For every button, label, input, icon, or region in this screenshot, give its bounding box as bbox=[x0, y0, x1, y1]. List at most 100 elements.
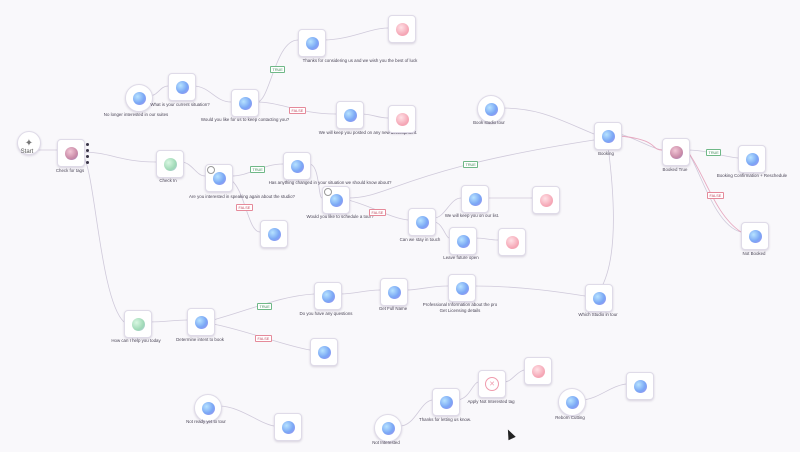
not-booked-node[interactable] bbox=[741, 222, 769, 250]
thanks-considering-node[interactable] bbox=[298, 29, 326, 57]
connector bbox=[82, 151, 157, 163]
end-node[interactable] bbox=[524, 357, 552, 385]
end-node[interactable] bbox=[388, 105, 416, 133]
connector bbox=[322, 27, 389, 41]
branch-handles[interactable] bbox=[86, 143, 89, 164]
message-icon bbox=[290, 159, 304, 173]
tag-icon bbox=[64, 146, 78, 160]
connector bbox=[180, 161, 206, 177]
apply-tag-node[interactable]: ✕ bbox=[478, 370, 506, 398]
leave-future-open-node[interactable] bbox=[449, 227, 477, 255]
message-icon bbox=[748, 229, 762, 243]
message-icon bbox=[281, 420, 295, 434]
book-studio-tour-node[interactable] bbox=[477, 95, 505, 123]
leave-future-open-label: Leave future open bbox=[443, 255, 479, 260]
apply-tag-label: Apply Not Interested tag bbox=[467, 399, 515, 404]
determine-intent-node[interactable] bbox=[187, 308, 215, 336]
reborn-cutting-node[interactable] bbox=[558, 388, 586, 416]
not-booked-label: Not Booked bbox=[742, 251, 766, 256]
booked-true-label: Booked True bbox=[662, 167, 688, 172]
no-longer-interested-label: No longer interested in our suites bbox=[103, 112, 169, 117]
trigger-icon bbox=[565, 395, 579, 409]
question-icon bbox=[415, 215, 429, 229]
book-studio-tour-label: Book studio tour bbox=[473, 120, 505, 125]
professional-info-label: Professional Information about the pro bbox=[422, 302, 498, 307]
true-tag: TRUE bbox=[257, 303, 273, 310]
booking-node[interactable] bbox=[594, 122, 622, 150]
keep-on-list-node[interactable] bbox=[461, 185, 489, 213]
current-situation-label: What is your current situation? bbox=[150, 102, 210, 107]
message-icon bbox=[456, 234, 470, 248]
end-node[interactable] bbox=[498, 228, 526, 256]
end-icon bbox=[395, 112, 409, 126]
situation-changed-node[interactable] bbox=[283, 152, 311, 180]
keep-posted-node[interactable] bbox=[336, 101, 364, 129]
message-icon bbox=[439, 395, 453, 409]
stay-in-touch-label: Can we stay in touch bbox=[399, 237, 441, 242]
any-questions-label: Do you have any questions bbox=[299, 311, 353, 316]
connector bbox=[339, 289, 381, 295]
how-can-i-help-label: How can I help you today bbox=[111, 338, 161, 343]
question-icon bbox=[321, 289, 335, 303]
question-icon bbox=[238, 96, 252, 110]
thanks-letting-node[interactable] bbox=[432, 388, 460, 416]
trigger-icon bbox=[201, 401, 215, 415]
any-questions-node[interactable] bbox=[314, 282, 342, 310]
start-label: Start bbox=[20, 149, 34, 155]
connector bbox=[399, 399, 433, 427]
condition-icon bbox=[669, 145, 683, 159]
question-icon bbox=[329, 193, 343, 207]
interested-again-label: Are you interested in speaking again abo… bbox=[189, 194, 295, 199]
get-full-name-node[interactable] bbox=[380, 278, 408, 306]
true-tag: TRUE bbox=[250, 166, 266, 173]
question-icon bbox=[592, 291, 606, 305]
false-tag: FALSE bbox=[707, 192, 724, 199]
connector bbox=[473, 285, 586, 297]
current-situation-node[interactable] bbox=[168, 73, 196, 101]
end-node[interactable] bbox=[388, 15, 416, 43]
connector bbox=[405, 285, 449, 291]
check-for-tags-node[interactable] bbox=[57, 139, 89, 167]
which-studio-node[interactable] bbox=[585, 284, 613, 312]
keep-contacting-node[interactable] bbox=[231, 89, 259, 117]
end-node[interactable] bbox=[532, 186, 560, 214]
not-ready-message-node[interactable] bbox=[274, 413, 302, 441]
check-in-node[interactable] bbox=[156, 150, 184, 178]
message-icon bbox=[175, 80, 189, 94]
get-licensing-label: Get Licensing details bbox=[439, 308, 481, 313]
trigger-icon bbox=[381, 421, 395, 435]
check-icon bbox=[163, 157, 177, 171]
thanks-letting-label: Thanks for letting us know. bbox=[419, 417, 471, 422]
how-can-i-help-node[interactable] bbox=[124, 310, 152, 338]
notification-icon bbox=[324, 188, 332, 196]
end-icon bbox=[505, 235, 519, 249]
false-tag: FALSE bbox=[255, 335, 272, 342]
booking-confirmation-node[interactable] bbox=[738, 145, 766, 173]
end-icon bbox=[395, 22, 409, 36]
connector bbox=[503, 369, 525, 383]
question-icon bbox=[387, 285, 401, 299]
connector bbox=[192, 85, 232, 103]
true-tag: TRUE bbox=[706, 149, 722, 156]
connector bbox=[360, 113, 389, 119]
professional-info-node[interactable] bbox=[448, 274, 476, 302]
not-ready-label: Not ready yet to tour bbox=[186, 419, 226, 424]
connector bbox=[82, 155, 125, 323]
not-interested-node[interactable] bbox=[374, 414, 402, 442]
intent-false-node[interactable] bbox=[310, 338, 338, 366]
check-for-tags-label: Check for tags bbox=[55, 168, 85, 173]
keep-posted-label: We will keep you posted on any new devel… bbox=[318, 130, 418, 135]
reborn-message-node[interactable] bbox=[626, 372, 654, 400]
message-icon bbox=[633, 379, 647, 393]
booked-true-node[interactable] bbox=[662, 138, 690, 166]
which-studio-label: Which Studio in tour bbox=[578, 312, 618, 317]
question-icon bbox=[212, 171, 226, 185]
no-longer-interested-node[interactable] bbox=[125, 84, 153, 112]
message-icon bbox=[305, 36, 319, 50]
not-ready-node[interactable] bbox=[194, 394, 222, 422]
reborn-cutting-label: Reborn Cutting bbox=[555, 415, 585, 420]
retry-node[interactable] bbox=[260, 220, 288, 248]
start-node[interactable]: ✦ bbox=[17, 131, 41, 155]
stay-in-touch-node[interactable] bbox=[408, 208, 436, 236]
